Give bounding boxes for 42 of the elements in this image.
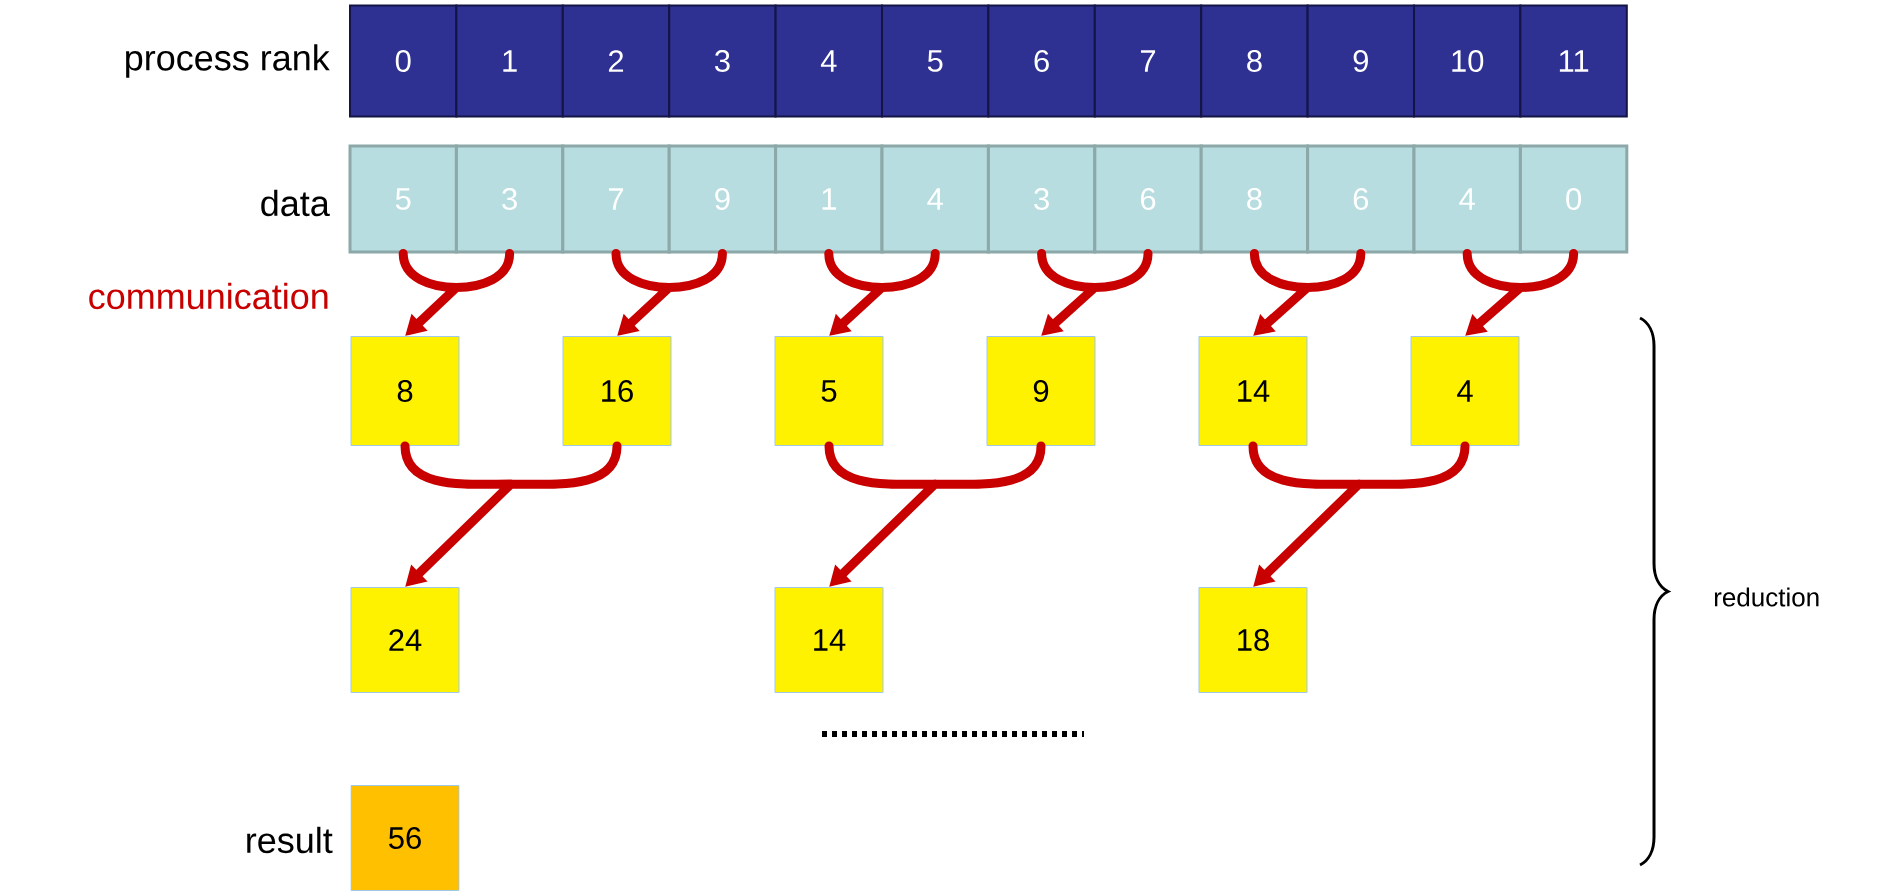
communication-arrow (1462, 249, 1579, 336)
data-cell: 5 (348, 144, 458, 254)
brace-label: reduction (1714, 587, 1819, 607)
data-cell: 3 (454, 144, 565, 254)
partial-sum-box: 9 (986, 336, 1096, 446)
data-cell: 6 (1093, 144, 1203, 254)
result-box: 56 (350, 785, 460, 891)
rank-cell: 1 (455, 4, 564, 118)
row-label: process rank (126, 44, 330, 78)
data-cell: 0 (1518, 144, 1629, 254)
row-label: communication (89, 282, 328, 310)
data-cell: 7 (561, 144, 671, 254)
data-cell: 6 (1306, 144, 1416, 254)
data-cell: 4 (880, 144, 990, 254)
rank-cell: 4 (774, 4, 883, 118)
partial-sum-box: 8 (350, 336, 460, 446)
rank-cell: 7 (1093, 4, 1203, 118)
data-cell: 9 (667, 144, 778, 254)
communication-arrow (1249, 249, 1366, 336)
rank-cell: 5 (881, 4, 990, 118)
rank-cell: 9 (1306, 4, 1415, 118)
row-label: result (247, 826, 333, 854)
partial-sum-box: 18 (1198, 587, 1308, 693)
partial-sum-box: 16 (562, 336, 672, 446)
rank-cell: 8 (1200, 4, 1309, 118)
partial-sum-box: 14 (774, 587, 884, 693)
partial-sum-box: 5 (774, 336, 884, 446)
partial-sum-box: 14 (1198, 336, 1308, 446)
rank-cell: 2 (561, 4, 671, 118)
data-cell: 4 (1412, 144, 1522, 254)
data-cell: 8 (1199, 144, 1310, 254)
rank-cell: 11 (1519, 4, 1628, 118)
rank-cell: 3 (668, 4, 777, 118)
rank-cell: 6 (987, 4, 1096, 118)
data-cell: 3 (986, 144, 1097, 254)
rank-cell: 10 (1413, 4, 1522, 118)
partial-sum-box: 24 (350, 587, 460, 693)
row-label: data (261, 189, 330, 217)
communication-arrow (1037, 249, 1153, 336)
rank-cell: 0 (349, 4, 458, 118)
data-cell: 1 (774, 144, 884, 254)
partial-sum-box: 4 (1410, 336, 1520, 446)
